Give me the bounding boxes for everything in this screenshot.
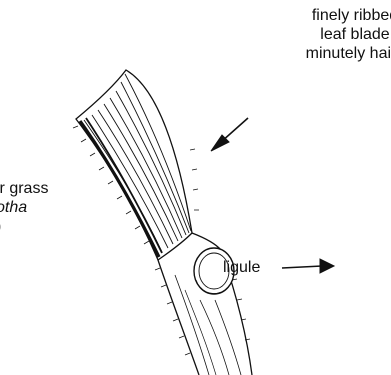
leaf-blade-callout: finely ribbed leaf blade minutely hairy	[300, 6, 391, 63]
species-name-italic: otha	[0, 198, 48, 217]
species-label-line2: otha)	[0, 198, 48, 236]
blade-arrow	[211, 118, 248, 151]
blade-label-line1: finely ribbed	[300, 6, 391, 25]
ligule-arrow	[282, 259, 334, 273]
species-label-line1: ir grass	[0, 179, 48, 198]
leaf-blade	[73, 70, 199, 260]
species-paren: )	[0, 217, 48, 236]
blade-label-line2: leaf blade	[300, 25, 391, 44]
species-label: ir grass otha)	[0, 179, 48, 236]
blade-label-line3: minutely hairy	[300, 44, 391, 63]
ligule-label: ligule	[223, 258, 260, 277]
